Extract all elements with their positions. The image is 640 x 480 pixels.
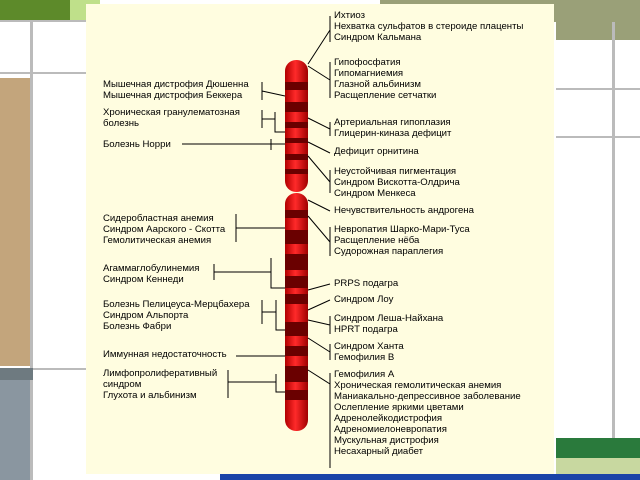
disease-label: Синдром Леша-Найхана <box>334 313 444 324</box>
left-group-agamma: Агаммаглобулинемия Синдром Кеннеди <box>103 263 200 285</box>
disease-label: Синдром Вискотта-Олдрича <box>334 177 460 188</box>
x-chromosome-diagram: Мышечная дистрофия Дюшенна Мышечная дист… <box>86 4 554 474</box>
disease-label: Сидеробластная анемия <box>103 213 214 224</box>
disease-label: Хроническая гемолитическая анемия <box>334 380 502 391</box>
disease-label: Синдром Альпорта <box>103 310 189 321</box>
disease-label: HPRT подагра <box>334 324 398 335</box>
left-group-dmd: Мышечная дистрофия Дюшенна Мышечная дист… <box>103 79 249 101</box>
disease-label: Синдром Кальмана <box>334 32 422 43</box>
chromosome-bands <box>285 82 308 400</box>
deco-left-line-3 <box>0 72 86 74</box>
left-connectors <box>182 82 286 398</box>
right-group-ornithine: Дефицит орнитина <box>334 146 419 157</box>
disease-label: Мускульная дистрофия <box>334 435 439 446</box>
right-group-pigment: Неустойчивая пигментация Синдром Вискотт… <box>334 166 460 199</box>
right-group-hunter: Синдром Ханта Гемофилия В <box>334 341 404 363</box>
disease-label: Расщепление нёба <box>334 235 420 246</box>
disease-label: Глухота и альбинизм <box>103 390 197 401</box>
deco-left-line-2 <box>0 20 86 22</box>
disease-label: Расщепление сетчатки <box>334 90 437 101</box>
disease-label: Гемофилия А <box>334 369 395 380</box>
deco-left-dark-1 <box>0 368 33 380</box>
disease-label: Синдром Менкеса <box>334 188 416 199</box>
disease-label: Мышечная дистрофия Беккера <box>103 90 243 101</box>
disease-label: Болезнь Фабри <box>103 321 172 332</box>
disease-label: Нехватка сульфатов в стероиде плаценты <box>334 21 524 32</box>
right-group-androgen: Нечувствительность андрогена <box>334 205 474 216</box>
disease-label: Адреномиелоневропатия <box>334 424 447 435</box>
disease-label: Синдром Ханта <box>334 341 404 352</box>
left-group-lympho: Лимфопролиферативный синдром Глухота и а… <box>103 368 233 401</box>
right-group-prps: PRPS подагра <box>334 278 398 289</box>
disease-label: Неустойчивая пигментация <box>334 166 457 177</box>
disease-label: Артериальная гипоплазия <box>334 117 451 128</box>
deco-bottom-blue <box>220 474 640 480</box>
right-group-charcot: Невропатия Шарко-Мари-Туса Расщепление н… <box>334 224 470 257</box>
right-group-hypophosphatemia: Гипофосфатия Гипомагниемия Глазной альби… <box>334 57 436 101</box>
disease-label: Дефицит орнитина <box>334 146 419 157</box>
disease-label: Нечувствительность андрогена <box>334 205 474 216</box>
disease-label: Гипофосфатия <box>334 57 401 68</box>
disease-label: Ихтиоз <box>334 10 365 21</box>
disease-label: Несахарный диабет <box>334 446 424 457</box>
disease-label: Адренолейкодистрофия <box>334 413 443 424</box>
disease-label: Глазной альбинизм <box>334 79 421 90</box>
disease-label: PRPS подагра <box>334 278 399 289</box>
right-group-ichthyosis: Ихтиоз Нехватка сульфатов в стероиде пла… <box>334 10 523 43</box>
deco-left-line-1 <box>30 20 33 480</box>
disease-label: Ослепление яркими цветами <box>334 402 464 413</box>
disease-label: Хроническая гранулематозная болезнь <box>103 107 240 129</box>
disease-label: Маниакально-депрессивное заболевание <box>334 391 521 402</box>
disease-label: Невропатия Шарко-Мари-Туса <box>334 224 470 235</box>
right-connectors <box>307 16 331 468</box>
left-group-pelizaeus: Болезнь Пелицеуса-Мерцбахера Синдром Аль… <box>103 299 250 332</box>
right-group-hemophilia-a: Гемофилия А Хроническая гемолитическая а… <box>334 369 521 457</box>
disease-label: Гемофилия В <box>334 352 395 363</box>
deco-right-olive <box>556 22 640 40</box>
deco-right-line-1 <box>612 22 615 442</box>
disease-label: Синдром Кеннеди <box>103 274 184 285</box>
right-group-lowe: Синдром Лоу <box>334 294 393 305</box>
disease-label: Гемолитическая анемия <box>103 235 212 246</box>
left-group-cgd: Хроническая гранулематозная болезнь <box>103 107 263 129</box>
disease-label: Синдром Лоу <box>334 294 394 305</box>
left-group-anemia: Сидеробластная анемия Синдром Аарского -… <box>103 213 225 246</box>
deco-right-line-3 <box>556 136 640 138</box>
diagram-lines <box>182 16 331 468</box>
disease-label: Глицерин-киназа дефицит <box>334 128 452 139</box>
deco-right-line-2 <box>556 88 640 90</box>
disease-label: Агаммаглобулинемия <box>103 263 200 274</box>
right-group-arterial: Артериальная гипоплазия Глицерин-киназа … <box>334 117 451 139</box>
left-group-immune: Иммунная недостаточность <box>103 349 227 360</box>
deco-left-line-4 <box>0 368 86 370</box>
deco-left-brown-bar <box>0 78 30 366</box>
disease-label: Судорожная параплегия <box>334 246 444 257</box>
deco-green-square <box>0 0 70 20</box>
disease-label: Мышечная дистрофия Дюшенна <box>103 79 249 90</box>
disease-label: Синдром Аарского - Скотта <box>103 224 226 235</box>
left-group-norrie: Болезнь Норри <box>103 139 171 150</box>
deco-left-dark-2 <box>0 380 30 480</box>
disease-label: Болезнь Пелицеуса-Мерцбахера <box>103 299 250 310</box>
disease-label: Гипомагниемия <box>334 68 404 79</box>
deco-right-green <box>556 438 640 458</box>
disease-label: Иммунная недостаточность <box>103 349 227 360</box>
right-group-lesch: Синдром Леша-Найхана HPRT подагра <box>334 313 443 335</box>
disease-label: Болезнь Норри <box>103 139 171 150</box>
disease-label: Лимфопролиферативный синдром <box>103 368 218 390</box>
